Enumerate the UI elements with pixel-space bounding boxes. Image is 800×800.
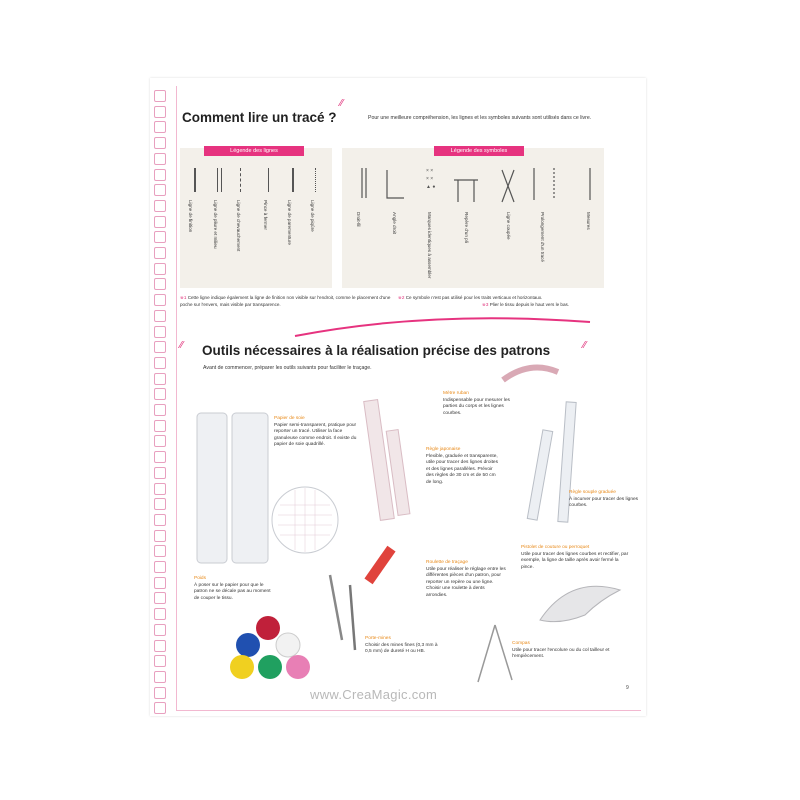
legend-line-label: Ligne de parementure bbox=[287, 200, 292, 245]
legend-lines-box: Légende des lignes Ligne de finition Lig… bbox=[180, 146, 332, 288]
binding-ring bbox=[154, 686, 166, 699]
legend-line-label: Ligne de chevauchement bbox=[236, 200, 241, 252]
binding-ring bbox=[154, 168, 166, 181]
binding-ring bbox=[154, 498, 166, 511]
intro-text-2: Avant de commencer, préparer les outils … bbox=[203, 365, 372, 371]
watermark: www.CreaMagic.com bbox=[310, 687, 438, 702]
binding-ring bbox=[154, 608, 166, 621]
binding-ring bbox=[154, 215, 166, 228]
binding-ring bbox=[154, 435, 166, 448]
legend-lines-tab: Légende des lignes bbox=[204, 146, 304, 156]
binding-ring bbox=[154, 356, 166, 369]
binding-ring bbox=[154, 466, 166, 479]
binding-ring bbox=[154, 592, 166, 605]
page-number: 9 bbox=[626, 685, 629, 691]
svg-text:× ×: × × bbox=[426, 176, 433, 182]
binding-ring bbox=[154, 372, 166, 385]
binding-ring bbox=[154, 231, 166, 244]
binding-ring bbox=[154, 184, 166, 197]
spiral-binding bbox=[150, 78, 170, 716]
legend-symbol-label: Droit-fil bbox=[356, 212, 361, 227]
sparkle-icon: ⁄⁄ bbox=[583, 340, 587, 351]
binding-ring bbox=[154, 419, 166, 432]
margin-line bbox=[176, 86, 177, 711]
line-sample bbox=[268, 168, 269, 192]
binding-ring bbox=[154, 278, 166, 291]
pink-swoosh bbox=[294, 317, 591, 337]
binding-ring bbox=[154, 561, 166, 573]
legend-symbols-tab: Légende des symboles bbox=[434, 146, 524, 156]
binding-ring bbox=[154, 309, 166, 322]
binding-ring bbox=[154, 404, 166, 416]
binding-ring bbox=[154, 90, 166, 102]
binding-ring bbox=[154, 639, 166, 652]
binding-ring bbox=[154, 294, 166, 307]
legend-symbol-label: Prolongement d'un tracé bbox=[540, 212, 545, 262]
legend-symbol-label: Ligne coupée bbox=[506, 212, 511, 240]
section-title-2: Outils nécessaires à la réalisation préc… bbox=[202, 343, 551, 358]
symbols-drawing: × × × × ▲ ● bbox=[361, 168, 591, 203]
binding-ring bbox=[154, 670, 166, 683]
section-title-1: Comment lire un tracé ? bbox=[182, 110, 337, 125]
binding-ring bbox=[154, 325, 166, 338]
binding-ring bbox=[154, 451, 166, 464]
binding-ring bbox=[154, 388, 166, 401]
line-sample bbox=[217, 168, 218, 192]
line-sample bbox=[240, 168, 242, 192]
legend-symbols-box: Légende des symboles × × × × ▲ ● Droit-f… bbox=[342, 146, 604, 288]
binding-ring bbox=[154, 702, 166, 715]
binding-ring bbox=[154, 655, 166, 668]
legend-symbol-label: Mesures bbox=[586, 212, 591, 230]
binding-ring bbox=[154, 152, 166, 165]
binding-ring bbox=[154, 121, 166, 134]
binding-ring bbox=[154, 545, 166, 558]
footnote-2: ※2 Ce symbole n'est pas utilisé pour les… bbox=[398, 295, 543, 300]
binding-ring bbox=[154, 199, 166, 212]
binding-ring bbox=[154, 513, 166, 526]
legend-line-label: Pince à fermer bbox=[263, 200, 268, 230]
binding-ring bbox=[154, 262, 166, 275]
bottom-line bbox=[176, 710, 641, 711]
line-sample bbox=[194, 168, 196, 192]
svg-text:× ×: × × bbox=[426, 168, 433, 174]
binding-ring bbox=[154, 482, 166, 495]
line-sample bbox=[292, 168, 294, 192]
binding-ring bbox=[154, 137, 166, 150]
svg-text:▲ ●: ▲ ● bbox=[426, 184, 435, 190]
footnote-3: ※3 Plier le tissu depuis le haut vers le… bbox=[482, 302, 570, 307]
binding-ring bbox=[154, 576, 166, 589]
binding-ring bbox=[154, 247, 166, 259]
binding-ring bbox=[154, 341, 166, 354]
sparkle-icon: ⁄⁄ bbox=[340, 98, 344, 109]
legend-line-label: Ligne de pliure et milieu bbox=[213, 200, 218, 249]
legend-line-label: Ligne de piqûre bbox=[310, 200, 315, 232]
legend-symbol-label: Repère d'un pli bbox=[464, 212, 469, 243]
footnote-1: ※1 Cette ligne indique également la lign… bbox=[180, 295, 391, 307]
binding-ring bbox=[154, 529, 166, 542]
binding-ring bbox=[154, 105, 166, 118]
binding-ring bbox=[154, 623, 166, 636]
intro-text-1: Pour une meilleure compréhension, les li… bbox=[368, 115, 592, 121]
legend-line-label: Ligne de finition bbox=[188, 200, 193, 233]
line-sample bbox=[221, 168, 222, 192]
legend-symbol-label: Angle droit bbox=[392, 212, 397, 234]
legend-symbol-label: Marques identiques à assembler bbox=[427, 212, 432, 279]
sparkle-icon: ⁄⁄ bbox=[180, 340, 184, 351]
line-sample bbox=[315, 168, 317, 192]
